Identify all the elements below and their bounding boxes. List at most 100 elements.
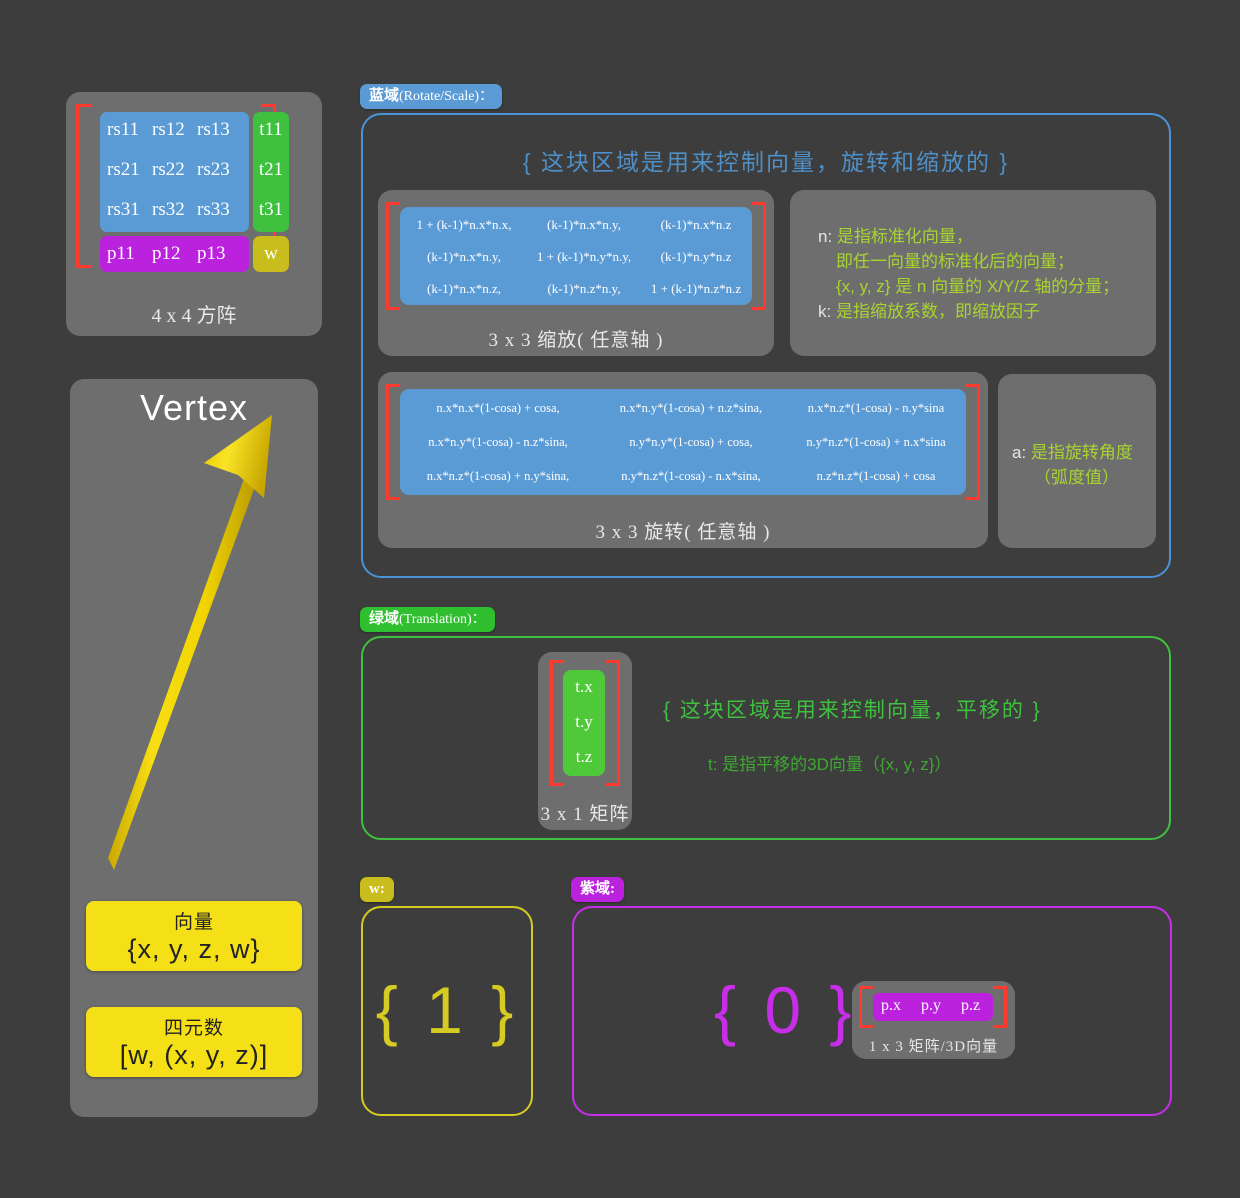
vertex-vector-value: {x, y, z, w} bbox=[127, 934, 261, 964]
rot-cell-1-0: n.x*n.y*(1-cosa) - n.z*sina, bbox=[428, 434, 568, 449]
cell-rs33: rs33 bbox=[197, 199, 230, 220]
cell-rs32: rs32 bbox=[152, 199, 185, 220]
cell-rs21: rs21 bbox=[107, 159, 140, 180]
vertex-vector-box: 向量 {x, y, z, w} bbox=[86, 901, 302, 971]
w-region-value: { 1 } bbox=[375, 973, 519, 1047]
purple-region-value: { 0 } bbox=[714, 973, 857, 1047]
legend-nk-line-2: {x, y, z} 是 n 向量的 X/Y/Z 轴的分量； bbox=[818, 274, 1119, 299]
legend-a-card: a: 是指旋转角度 （弧度值） bbox=[998, 374, 1156, 548]
rotate-matrix-body: n.x*n.x*(1-cosa) + cosa, n.x*n.y*(1-cosa… bbox=[400, 389, 966, 495]
p-matrix-card: p.x p.y p.z 1 x 3 矩阵/3D向量 bbox=[852, 981, 1015, 1059]
purple-region: { 0 } bbox=[572, 906, 1172, 1116]
legend-nk-line-0: n: 是指标准化向量， bbox=[818, 224, 1119, 249]
scale-matrix-caption: 3 x 3 缩放( 任意轴 ) bbox=[488, 330, 664, 351]
legend-nk-line-3: k: 是指缩放系数，即缩放因子 bbox=[818, 299, 1119, 324]
rot-cell-1-2: n.y*n.z*(1-cosa) + n.x*sina bbox=[806, 434, 946, 449]
translation-matrix-brackets bbox=[550, 660, 620, 786]
legend-a-line-1: （弧度值） bbox=[1012, 465, 1133, 490]
matrix-4x4-caption: 4 x 4 方阵 bbox=[151, 305, 237, 327]
cell-w: w bbox=[264, 243, 278, 264]
green-region-tag-en: (Translation)： bbox=[399, 612, 486, 627]
legend-nk-key-0: n: bbox=[818, 227, 833, 246]
legend-a-text-1: （弧度值） bbox=[1034, 468, 1119, 487]
scale-cell-2-0: (k-1)*n.x*n.z, bbox=[426, 281, 501, 296]
legend-nk-text-2: {x, y, z} 是 n 向量的 X/Y/Z 轴的分量； bbox=[836, 277, 1120, 296]
legend-nk-text-0: 是指标准化向量， bbox=[836, 227, 973, 246]
cell-rs31: rs31 bbox=[107, 199, 140, 220]
rot-cell-2-1: n.y*n.z*(1-cosa) - n.x*sina, bbox=[621, 468, 761, 483]
translation-matrix-card: t.x t.y t.z 3 x 1 矩阵 bbox=[538, 652, 632, 830]
scale-cell-0-2: (k-1)*n.x*n.z bbox=[660, 217, 732, 232]
vertex-vector-label: 向量 bbox=[173, 912, 214, 933]
cell-rs13: rs13 bbox=[197, 119, 230, 140]
vertex-arrow-icon bbox=[108, 415, 272, 870]
w-region-tag-label: w: bbox=[369, 881, 385, 897]
legend-nk-line-1: 即任一向量的标准化后的向量； bbox=[818, 249, 1119, 274]
scale-cell-1-0: (k-1)*n.x*n.y, bbox=[427, 249, 501, 264]
vertex-title: Vertex bbox=[139, 387, 249, 428]
cell-t31: t31 bbox=[258, 199, 284, 220]
rot-cell-0-0: n.x*n.x*(1-cosa) + cosa, bbox=[436, 400, 560, 415]
legend-n-k-card: n: 是指标准化向量， 即任一向量的标准化后的向量； {x, y, z} 是 n… bbox=[790, 190, 1156, 356]
rot-cell-0-1: n.x*n.y*(1-cosa) + n.z*sina, bbox=[619, 400, 763, 415]
cell-p13: p13 bbox=[197, 243, 226, 264]
vertex-quaternion-box: 四元数 [w, (x, y, z)] bbox=[86, 1007, 302, 1077]
vertex-card: Vertex 向量 {x, y, z, w} 四元数 [w, (x, y, z)… bbox=[70, 379, 318, 1117]
legend-a-line-0: a: 是指旋转角度 bbox=[1012, 440, 1133, 465]
matrix-4x4-w-block: w bbox=[253, 236, 289, 272]
cell-t21: t21 bbox=[258, 159, 284, 180]
legend-a-key-0: a: bbox=[1012, 443, 1027, 462]
cell-rs23: rs23 bbox=[197, 159, 230, 180]
rotate-matrix-card: n.x*n.x*(1-cosa) + cosa, n.x*n.y*(1-cosa… bbox=[378, 372, 988, 548]
blue-region-tag: 蓝域(Rotate/Scale)： bbox=[360, 84, 503, 110]
blue-region-tag-en: (Rotate/Scale)： bbox=[399, 89, 494, 104]
cell-py: p.y bbox=[921, 997, 941, 1014]
rot-cell-1-1: n.y*n.y*(1-cosa) + cosa, bbox=[629, 434, 753, 449]
p-matrix-body: p.x p.y p.z bbox=[873, 993, 993, 1021]
scale-matrix-brackets bbox=[386, 202, 766, 310]
cell-p12: p12 bbox=[152, 243, 181, 264]
scale-cell-1-2: (k-1)*n.y*n.z bbox=[660, 249, 732, 264]
cell-px: p.x bbox=[881, 997, 901, 1014]
rotate-matrix-caption: 3 x 3 旋转( 任意轴 ) bbox=[595, 522, 771, 543]
legend-nk-text-3: 是指缩放系数，即缩放因子 bbox=[835, 302, 1040, 321]
cell-rs12: rs12 bbox=[152, 119, 185, 140]
rot-cell-0-2: n.x*n.z*(1-cosa) - n.y*sina bbox=[807, 400, 945, 415]
blue-region-tag-cn: 蓝域 bbox=[369, 88, 400, 104]
matrix-4x4-projection-block: p11 p12 p13 bbox=[100, 236, 249, 272]
purple-region-tag-label: 紫域: bbox=[580, 881, 615, 897]
legend-a-text-0: 是指旋转角度 bbox=[1030, 443, 1133, 462]
legend-nk-key-3: k: bbox=[818, 302, 832, 321]
scale-matrix-body: 1 + (k-1)*n.x*n.x, (k-1)*n.x*n.y, (k-1)*… bbox=[400, 207, 752, 305]
cell-rs22: rs22 bbox=[152, 159, 185, 180]
vertex-quaternion-label: 四元数 bbox=[163, 1018, 224, 1039]
legend-nk-text-1: 即任一向量的标准化后的向量； bbox=[836, 252, 1074, 271]
scale-cell-0-0: 1 + (k-1)*n.x*n.x, bbox=[416, 217, 512, 232]
scale-matrix-card: 1 + (k-1)*n.x*n.x, (k-1)*n.x*n.y, (k-1)*… bbox=[378, 190, 774, 356]
green-region-tag-cn: 绿域 bbox=[369, 611, 400, 627]
p-matrix-caption: 1 x 3 矩阵/3D向量 bbox=[868, 1039, 999, 1055]
blue-region-headline: { 这块区域是用来控制向量，旋转和缩放的 } bbox=[522, 149, 1010, 175]
matrix-4x4-translation-block: t11 t21 t31 bbox=[253, 112, 289, 232]
scale-cell-0-1: (k-1)*n.x*n.y, bbox=[547, 217, 621, 232]
cell-tx: t.x bbox=[575, 677, 593, 696]
scale-cell-2-1: (k-1)*n.z*n.y, bbox=[547, 281, 621, 296]
translation-matrix-caption: 3 x 1 矩阵 bbox=[540, 804, 630, 825]
green-region: { 这块区域是用来控制向量，平移的 } t: 是指平移的3D向量（{x, y, … bbox=[361, 636, 1171, 840]
cell-t11: t11 bbox=[259, 119, 283, 140]
purple-region-tag: 紫域: bbox=[571, 877, 624, 903]
scale-cell-2-2: 1 + (k-1)*n.z*n.z bbox=[650, 281, 742, 296]
green-region-headline: { 这块区域是用来控制向量，平移的 } bbox=[663, 699, 1042, 722]
blue-region: { 这块区域是用来控制向量，旋转和缩放的 } bbox=[361, 113, 1171, 578]
matrix-4x4-rotate-scale-block: rs11 rs12 rs13 rs21 rs22 rs23 rs31 rs32 … bbox=[100, 112, 249, 232]
rotate-matrix-brackets bbox=[386, 384, 980, 500]
rot-cell-2-0: n.x*n.z*(1-cosa) + n.y*sina, bbox=[426, 468, 570, 483]
cell-p11: p11 bbox=[107, 243, 135, 264]
rot-cell-2-2: n.z*n.z*(1-cosa) + cosa bbox=[816, 468, 936, 483]
green-region-tag: 绿域(Translation)： bbox=[360, 607, 495, 633]
cell-ty: t.y bbox=[575, 712, 593, 731]
cell-tz: t.z bbox=[575, 747, 593, 766]
cell-pz: p.z bbox=[961, 997, 981, 1014]
w-region-tag: w: bbox=[360, 877, 394, 903]
green-region-subline: t: 是指平移的3D向量（{x, y, z}） bbox=[708, 755, 952, 774]
